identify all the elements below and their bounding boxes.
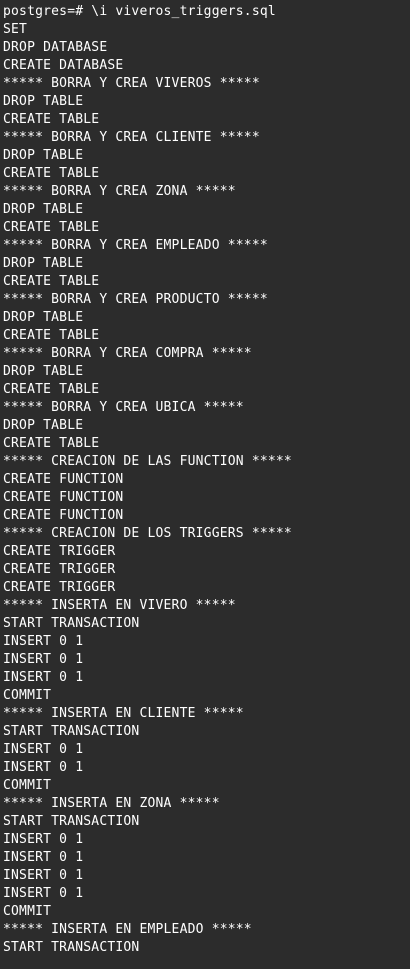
output-line: ***** INSERTA EN VIVERO *****	[3, 598, 236, 613]
output-line: CREATE TRIGGER	[3, 544, 116, 559]
output-line: ***** INSERTA EN ZONA *****	[3, 796, 220, 811]
output-line: CREATE TABLE	[3, 220, 100, 235]
output-line: COMMIT	[3, 904, 52, 919]
output-line: ***** BORRA Y CREA ZONA *****	[3, 184, 236, 199]
output-line: START TRANSACTION	[3, 940, 140, 955]
output-line: INSERT 0 1	[3, 634, 84, 649]
output-line: CREATE TRIGGER	[3, 580, 116, 595]
command-prompt-line: postgres=# \i viveros_triggers.sql	[3, 4, 276, 19]
output-line: CREATE TABLE	[3, 382, 100, 397]
output-line: CREATE TABLE	[3, 274, 100, 289]
output-line: DROP TABLE	[3, 256, 84, 271]
output-line: CREATE TABLE	[3, 436, 100, 451]
output-line: START TRANSACTION	[3, 724, 140, 739]
output-line: INSERT 0 1	[3, 742, 84, 757]
output-line: COMMIT	[3, 778, 52, 793]
output-line: CREATE TRIGGER	[3, 562, 116, 577]
output-line: DROP TABLE	[3, 364, 84, 379]
output-line: SET	[3, 22, 28, 37]
output-line: CREATE DATABASE	[3, 58, 124, 73]
output-line: INSERT 0 1	[3, 850, 84, 865]
output-line: CREATE TABLE	[3, 328, 100, 343]
output-line: ***** BORRA Y CREA VIVEROS *****	[3, 76, 260, 91]
output-line: ***** BORRA Y CREA UBICA *****	[3, 400, 244, 415]
output-line: CREATE FUNCTION	[3, 490, 124, 505]
output-line: CREATE FUNCTION	[3, 508, 124, 523]
output-line: INSERT 0 1	[3, 652, 84, 667]
output-line: CREATE TABLE	[3, 166, 100, 181]
output-line: INSERT 0 1	[3, 670, 84, 685]
output-line: DROP TABLE	[3, 418, 84, 433]
output-line: DROP TABLE	[3, 148, 84, 163]
output-line: DROP DATABASE	[3, 40, 108, 55]
output-line: INSERT 0 1	[3, 868, 84, 883]
output-line: START TRANSACTION	[3, 616, 140, 631]
output-line: INSERT 0 1	[3, 760, 84, 775]
output-line: DROP TABLE	[3, 202, 84, 217]
output-line: START TRANSACTION	[3, 814, 140, 829]
output-line: ***** INSERTA EN EMPLEADO *****	[3, 922, 252, 937]
output-line: INSERT 0 1	[3, 832, 84, 847]
output-line: CREATE FUNCTION	[3, 472, 124, 487]
output-line: ***** BORRA Y CREA EMPLEADO *****	[3, 238, 268, 253]
output-line: COMMIT	[3, 688, 52, 703]
output-line: ***** BORRA Y CREA COMPRA *****	[3, 346, 252, 361]
output-line: ***** CREACION DE LOS TRIGGERS *****	[3, 526, 292, 541]
output-line: ***** BORRA Y CREA PRODUCTO *****	[3, 292, 268, 307]
output-line: ***** CREACION DE LAS FUNCTION *****	[3, 454, 292, 469]
output-line: ***** BORRA Y CREA CLIENTE *****	[3, 130, 260, 145]
output-line: ***** INSERTA EN CLIENTE *****	[3, 706, 244, 721]
output-line: DROP TABLE	[3, 310, 84, 325]
output-line: CREATE TABLE	[3, 112, 100, 127]
output-line: INSERT 0 1	[3, 886, 84, 901]
output-line: DROP TABLE	[3, 94, 84, 109]
